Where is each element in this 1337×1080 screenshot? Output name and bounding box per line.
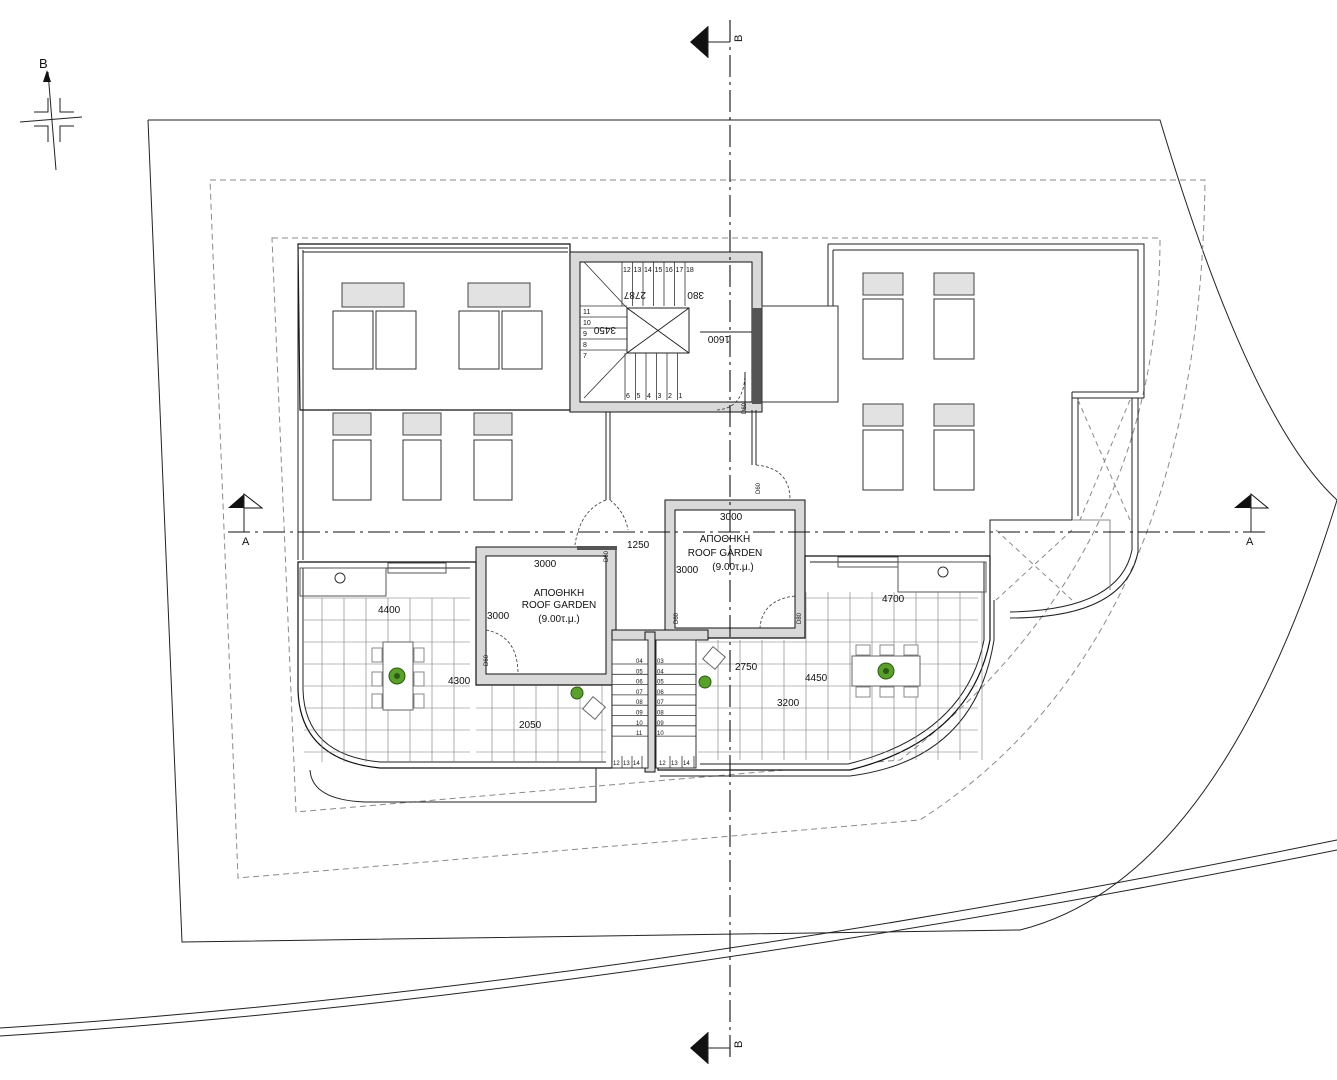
- step-number: 12: [659, 761, 666, 767]
- dim-stair-length: 1600: [707, 333, 730, 344]
- site-boundary: [0, 119, 1337, 1037]
- step-number: 05: [636, 669, 643, 675]
- step-number: 13: [671, 761, 678, 767]
- dim-left-terrace-width: 4400: [378, 605, 401, 616]
- step-number: 09: [636, 711, 643, 717]
- step-number: 14: [644, 267, 652, 274]
- step-number: 15: [655, 267, 663, 274]
- door-tag: D60: [742, 402, 748, 414]
- north-label: B: [39, 56, 48, 71]
- dim-left-terrace-depth: 4300: [448, 676, 471, 687]
- room-right-subtitle: ROOF GARDEN: [688, 548, 762, 559]
- dim-stair-top: 2787: [623, 289, 646, 300]
- room-labels: ΑΠΟΘΗΚΗ ROOF GARDEN (9.00τ.μ.) ΑΠΟΘΗΚΗ R…: [522, 534, 762, 625]
- step-number: 10: [583, 320, 591, 327]
- step-number: 08: [636, 700, 643, 706]
- section-b-bottom-label: B: [733, 1041, 745, 1048]
- step-number: 11: [583, 309, 590, 316]
- dim-right-terrace-depth: 4450: [805, 673, 828, 684]
- dim-left-terrace-front: 2050: [519, 720, 542, 731]
- dim-corridor: 1250: [627, 540, 650, 551]
- room-left-area: (9.00τ.μ.): [538, 614, 579, 625]
- door-tag: D60: [674, 612, 680, 624]
- step-number: 4: [647, 393, 651, 400]
- step-number: 18: [686, 267, 694, 274]
- solar-panels-right: [862, 272, 975, 491]
- storage-room-left: [475, 546, 617, 686]
- dim-right-terrace-front: 3200: [777, 698, 800, 709]
- step-number: 12: [623, 267, 631, 274]
- connecting-lines: [574, 410, 791, 546]
- step-number: 10: [636, 721, 643, 727]
- step-number: 8: [583, 342, 587, 349]
- step-number: 5: [637, 393, 641, 400]
- step-number: 14: [633, 761, 640, 767]
- step-number: 13: [634, 267, 642, 274]
- step-number: 3: [658, 393, 662, 400]
- dim-stair-width: 380: [687, 289, 704, 300]
- section-axes: [228, 20, 1268, 1062]
- north-arrow: B: [19, 56, 83, 171]
- step-number: 05: [657, 680, 664, 686]
- dimension-labels: 3000 3000 3000 3000 1250 4400 4300 2050 …: [378, 289, 905, 731]
- section-markers: B B A A: [228, 26, 1270, 1064]
- dim-right-room-width: 3000: [720, 512, 743, 523]
- dim-left-room-width: 3000: [534, 559, 557, 570]
- step-number: 9: [583, 331, 587, 338]
- room-left-title: ΑΠΟΘΗΚΗ: [534, 588, 585, 599]
- step-number: 07: [657, 700, 664, 706]
- step-number: 10: [657, 731, 664, 737]
- step-number: 04: [657, 669, 664, 675]
- step-number: 16: [665, 267, 673, 274]
- terrace-right: [657, 555, 995, 777]
- outdoor-furniture: [334, 566, 949, 720]
- section-b-top-label: B: [733, 35, 745, 42]
- step-number: 1: [679, 393, 683, 400]
- dim-right-terrace-mid: 2750: [735, 662, 758, 673]
- step-number: 12: [613, 761, 620, 767]
- step-number: 04: [636, 659, 643, 665]
- stair-winder: [583, 261, 628, 399]
- room-left-subtitle: ROOF GARDEN: [522, 600, 596, 611]
- step-number: 06: [657, 690, 664, 696]
- dim-stair-landing: 3450: [593, 324, 616, 335]
- solar-panels-left: [332, 282, 543, 501]
- section-a-left-label: A: [242, 536, 250, 548]
- terrace-left: [297, 561, 613, 803]
- step-number: 11: [636, 731, 643, 737]
- room-right-area: (9.00τ.μ.): [712, 562, 753, 573]
- door-tag: D60: [756, 482, 762, 494]
- step-number: 03: [657, 659, 664, 665]
- section-a-right-label: A: [1246, 536, 1254, 548]
- door-tag: D60: [484, 654, 490, 666]
- dim-right-room-depth: 3000: [676, 565, 699, 576]
- step-number: 6: [626, 393, 630, 400]
- step-number: 09: [657, 721, 664, 727]
- dim-left-room-depth: 3000: [487, 611, 510, 622]
- door-tags: D60 D60 D60 D60 D60 D80: [484, 402, 803, 666]
- door-tag: D80: [797, 612, 803, 624]
- step-number: 7: [583, 353, 587, 360]
- step-number: 13: [623, 761, 630, 767]
- door-tag: D60: [604, 550, 610, 562]
- step-number: 14: [683, 761, 690, 767]
- step-number: 07: [636, 690, 643, 696]
- step-number: 2: [668, 393, 672, 400]
- step-number: 08: [657, 711, 664, 717]
- dim-right-terrace-width: 4700: [882, 594, 905, 605]
- step-number: 17: [676, 267, 684, 274]
- room-right-title: ΑΠΟΘΗΚΗ: [700, 534, 751, 545]
- step-number: 06: [636, 680, 643, 686]
